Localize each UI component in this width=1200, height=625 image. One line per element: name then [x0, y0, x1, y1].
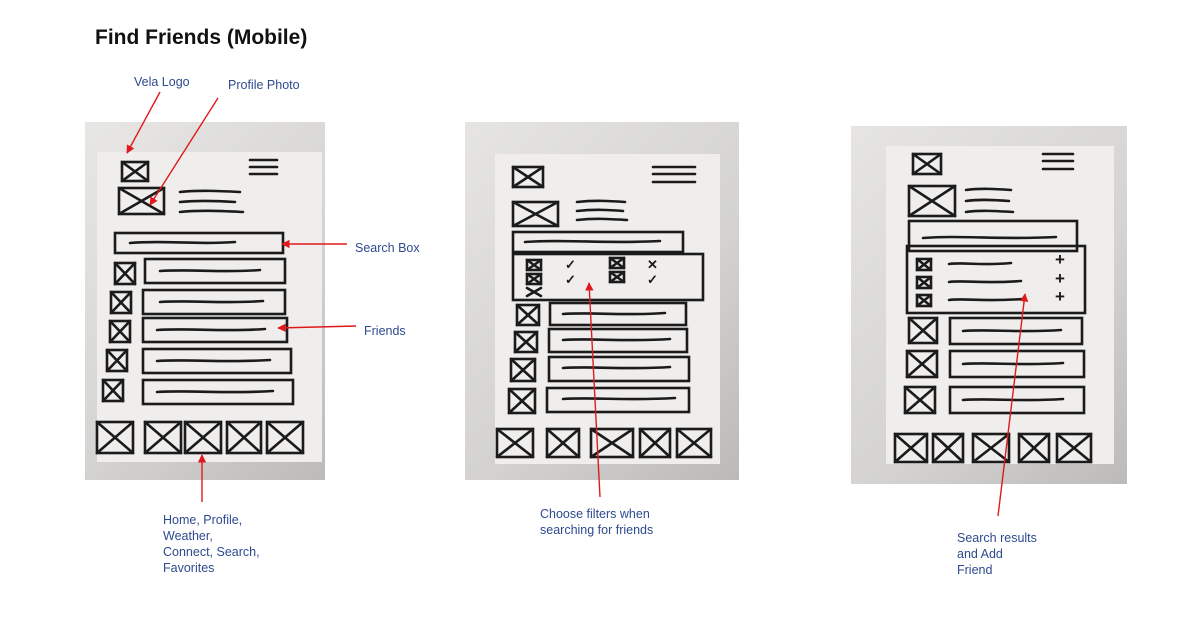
filter-cross-1: ✕	[647, 257, 658, 272]
hamburger-menu-icon	[248, 158, 279, 176]
nav-bar-sketch	[95, 420, 305, 455]
profile-photo-sketch	[511, 200, 560, 228]
arrow-results	[997, 293, 1029, 517]
arrow-vela-logo	[126, 91, 161, 154]
filter-check-3: ✓	[647, 272, 658, 287]
add-friend-plus-2: +	[1055, 269, 1065, 288]
arrow-filters	[585, 282, 601, 498]
label-results-line: and Add	[957, 547, 1003, 561]
search-results-panel-sketch	[905, 244, 1087, 315]
add-friend-plus-1: +	[1055, 250, 1065, 269]
label-filters-line: searching for friends	[540, 523, 654, 537]
hamburger-menu-icon	[1041, 152, 1075, 171]
friend-rows-sketch	[101, 257, 295, 406]
search-box-sketch	[907, 219, 1079, 253]
label-results-line: Search results	[957, 531, 1037, 545]
label-filters: Choose filters when searching for friend…	[540, 506, 653, 538]
search-box-sketch	[511, 230, 685, 254]
label-friends: Friends	[364, 324, 406, 338]
sketch-photo-find-friends	[85, 122, 325, 480]
filter-check-2: ✓	[565, 272, 576, 287]
profile-photo-sketch	[907, 184, 957, 218]
profile-photo-sketch	[117, 186, 166, 216]
vela-logo-sketch	[120, 160, 150, 183]
arrow-profile-photo	[149, 97, 219, 206]
hamburger-menu-icon	[651, 165, 697, 184]
label-nav-bar-line: Favorites	[163, 561, 215, 575]
label-results-line: Friend	[957, 563, 993, 577]
add-friend-plus-3: +	[1055, 287, 1065, 306]
label-nav-bar-line: Connect, Search,	[163, 545, 260, 559]
label-profile-photo: Profile Photo	[228, 78, 300, 92]
label-nav-bar: Home, Profile, Weather, Connect, Search,…	[163, 512, 260, 576]
label-nav-bar-line: Weather,	[163, 529, 213, 543]
page-title: Find Friends (Mobile)	[95, 26, 308, 49]
label-results: Search results and Add Friend	[957, 530, 1037, 578]
label-filters-line: Choose filters when	[540, 507, 650, 521]
sketch-photo-results: + + +	[851, 126, 1127, 484]
vela-logo-sketch	[911, 152, 943, 176]
label-search-box: Search Box	[355, 241, 420, 255]
friend-rows-sketch	[507, 301, 691, 415]
arrow-friends	[277, 323, 357, 333]
friend-rows-sketch	[903, 316, 1086, 415]
label-nav-bar-line: Home, Profile,	[163, 513, 243, 527]
label-vela-logo: Vela Logo	[134, 75, 190, 89]
vela-logo-sketch	[511, 165, 545, 189]
filters-panel-sketch	[511, 252, 705, 302]
nav-bar-sketch	[893, 432, 1093, 464]
filter-check-1: ✓	[565, 257, 576, 272]
